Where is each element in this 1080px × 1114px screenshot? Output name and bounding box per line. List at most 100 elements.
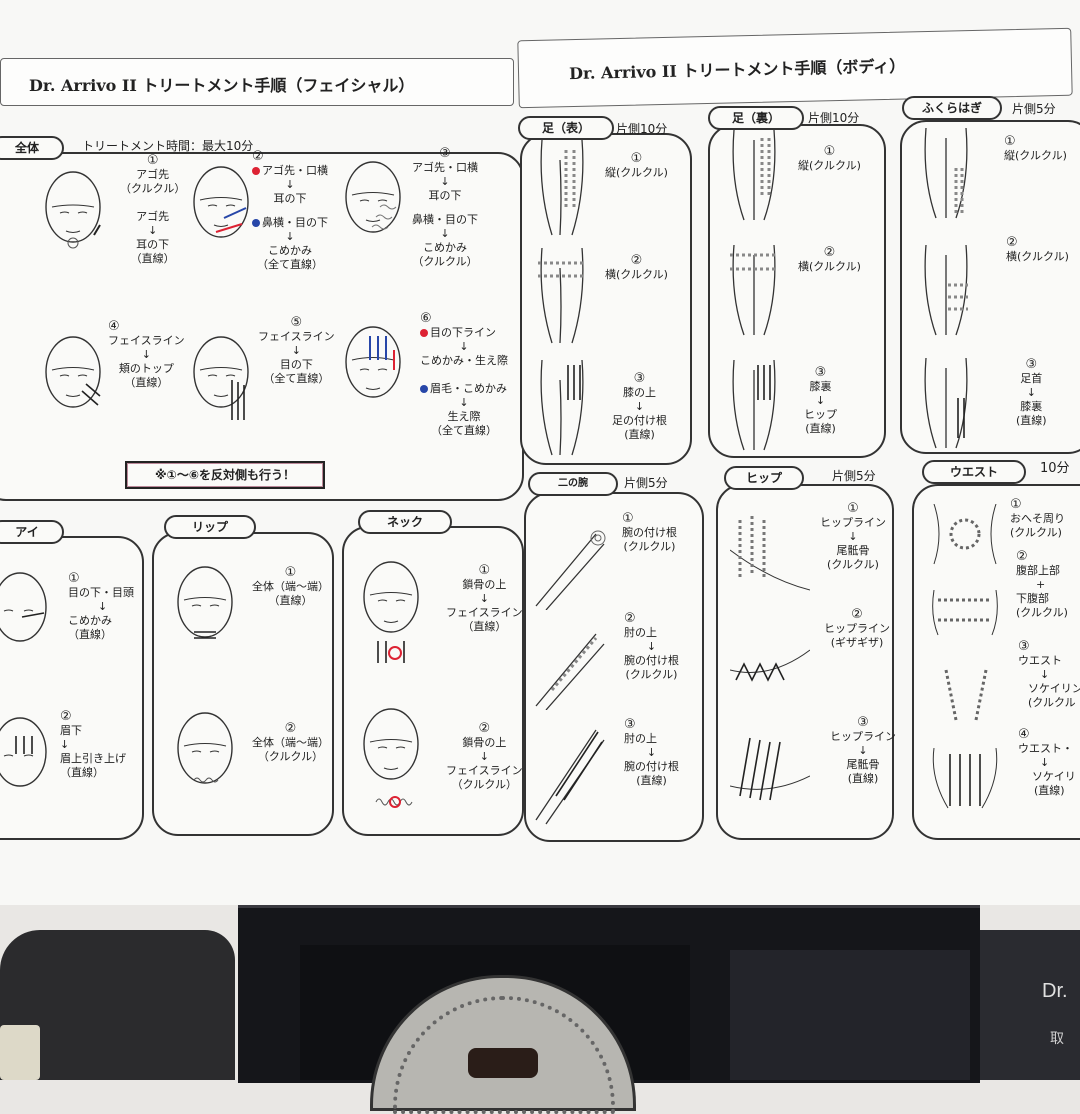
manual-box-label: Dr. <box>1042 980 1068 1002</box>
whole-step-3: ③ アゴ先・口横 ↓ 耳の下 鼻横・目の下 ↓ こめかみ （クルクル） <box>412 146 478 269</box>
hip-box <box>716 484 894 840</box>
leg-back-box <box>708 124 886 458</box>
calf-time: 片側5分 <box>1012 102 1056 116</box>
whole-step-6: ⑥ 目の下ライン ↓ こめかみ・生え際 眉毛・こめかみ ↓ 生え際 （全て直線） <box>420 311 508 437</box>
hip-illustration-1 <box>730 516 810 591</box>
device-display <box>468 1048 538 1078</box>
eye-step-1: ① 目の下・目頭 ↓ こめかみ （直線） <box>68 571 134 642</box>
whole-step-1: ① アゴ先 （クルクル） アゴ先 ↓ 耳の下 （直線） <box>120 153 186 266</box>
arm-illustration-3 <box>535 729 605 825</box>
whole-step-5: ⑤ フェイスライン ↓ 目の下 （全て直線） <box>258 315 335 386</box>
leg-front-illustration-3 <box>540 360 584 456</box>
calf-tag: ふくらはぎ <box>902 96 1002 120</box>
eye-box <box>0 536 144 840</box>
neck-step-1: ① 鎖骨の上 ↓ フェイスライン （直線） <box>446 563 523 634</box>
arm-illustration-1 <box>535 530 606 610</box>
waist-time: 10分 <box>1040 461 1070 476</box>
neck-face-2 <box>363 708 419 808</box>
whole-step-4: ④ フェイスライン ↓ 頬のトップ （直線） <box>108 319 185 390</box>
eye-tag: アイ <box>0 520 64 544</box>
calf-illustration-3 <box>924 358 968 449</box>
calf-box <box>900 120 1080 454</box>
leg-front-tag: 足（表） <box>518 116 614 140</box>
whole-step-2: ② アゴ先・口横 ↓ 耳の下 鼻横・目の下 ↓ こめかみ （全て直線） <box>252 149 328 271</box>
face-illustration-1 <box>45 171 101 249</box>
leg-back-tag: 足（裏） <box>708 106 804 130</box>
whole-face-box <box>0 152 524 501</box>
face-illustration-2 <box>193 166 249 238</box>
lip-face-1 <box>177 566 233 639</box>
eye-face-1 <box>0 572 47 642</box>
hip-illustration-2 <box>730 649 810 682</box>
face-illustration-3 <box>345 161 401 233</box>
red-dot-icon <box>420 329 428 337</box>
lip-face-2 <box>177 712 233 784</box>
leg-back-illustration-2 <box>730 245 778 336</box>
leg-front-illustration-1 <box>540 140 584 236</box>
manual-box: Dr. 取 <box>980 930 1080 1080</box>
lip-step-2: ② 全体（端～端） （クルクル） <box>252 721 329 764</box>
leg-back-illustration-1 <box>732 130 776 221</box>
eye-face-2 <box>0 717 47 787</box>
whole-time: トリートメント時間：最大10分 <box>82 139 254 153</box>
lip-step-1: ① 全体（端～端） （直線） <box>252 565 329 608</box>
arm-tag: 二の腕 <box>528 472 618 496</box>
body-header-title: Dr. Arrivo II トリートメント手順（ボディ） <box>568 56 906 84</box>
calf-illustration-2 <box>924 245 968 336</box>
case-emblem <box>0 1025 40 1080</box>
hip-tag: ヒップ <box>724 466 804 490</box>
leg-front-illustration-2 <box>538 248 586 344</box>
face-illustration-4 <box>45 336 101 408</box>
facial-header: Dr. Arrivo II トリートメント手順（フェイシャル） <box>0 58 514 106</box>
leg-front-time: 片側10分 <box>616 122 668 136</box>
face-illustration-6 <box>345 326 401 398</box>
waist-illustration-2 <box>932 590 998 636</box>
blue-dot-icon <box>252 219 260 227</box>
neck-face-1 <box>363 561 419 663</box>
leg-back-time: 片側10分 <box>808 111 860 125</box>
neck-box <box>342 526 524 836</box>
repeat-other-side-note: ※①～⑥を反対側も行う！ <box>125 461 325 489</box>
arm-box <box>524 492 704 842</box>
eye-step-2: ② 眉下 ↓ 眉上引き上げ （直線） <box>60 709 126 780</box>
facial-header-title: Dr. Arrivo II トリートメント手順（フェイシャル） <box>29 76 415 95</box>
calf-illustration-1 <box>924 128 968 219</box>
leg-front-box <box>520 133 692 465</box>
face-illustration-5 <box>193 336 249 420</box>
lip-tag: リップ <box>164 515 256 539</box>
neck-tag: ネック <box>358 510 452 534</box>
manual-box-sublabel: 取 <box>1050 1031 1064 1047</box>
arm-illustration-2 <box>535 633 605 710</box>
leg-back-illustration-3 <box>732 360 776 451</box>
gift-box-side-panel <box>730 950 970 1080</box>
instruction-sheet: Dr. Arrivo II トリートメント手順（フェイシャル） Dr. Arri… <box>0 0 1080 905</box>
hip-time: 片側5分 <box>832 469 876 483</box>
arm-time: 片側5分 <box>624 476 668 490</box>
red-dot-icon <box>252 167 260 175</box>
waist-box <box>912 484 1080 840</box>
blue-dot-icon <box>420 385 428 393</box>
waist-illustration-4 <box>932 748 998 809</box>
waist-tag: ウエスト <box>922 460 1026 484</box>
waist-illustration-1 <box>933 504 997 565</box>
whole-tag: 全体 <box>0 136 64 160</box>
hip-illustration-3 <box>730 737 810 801</box>
